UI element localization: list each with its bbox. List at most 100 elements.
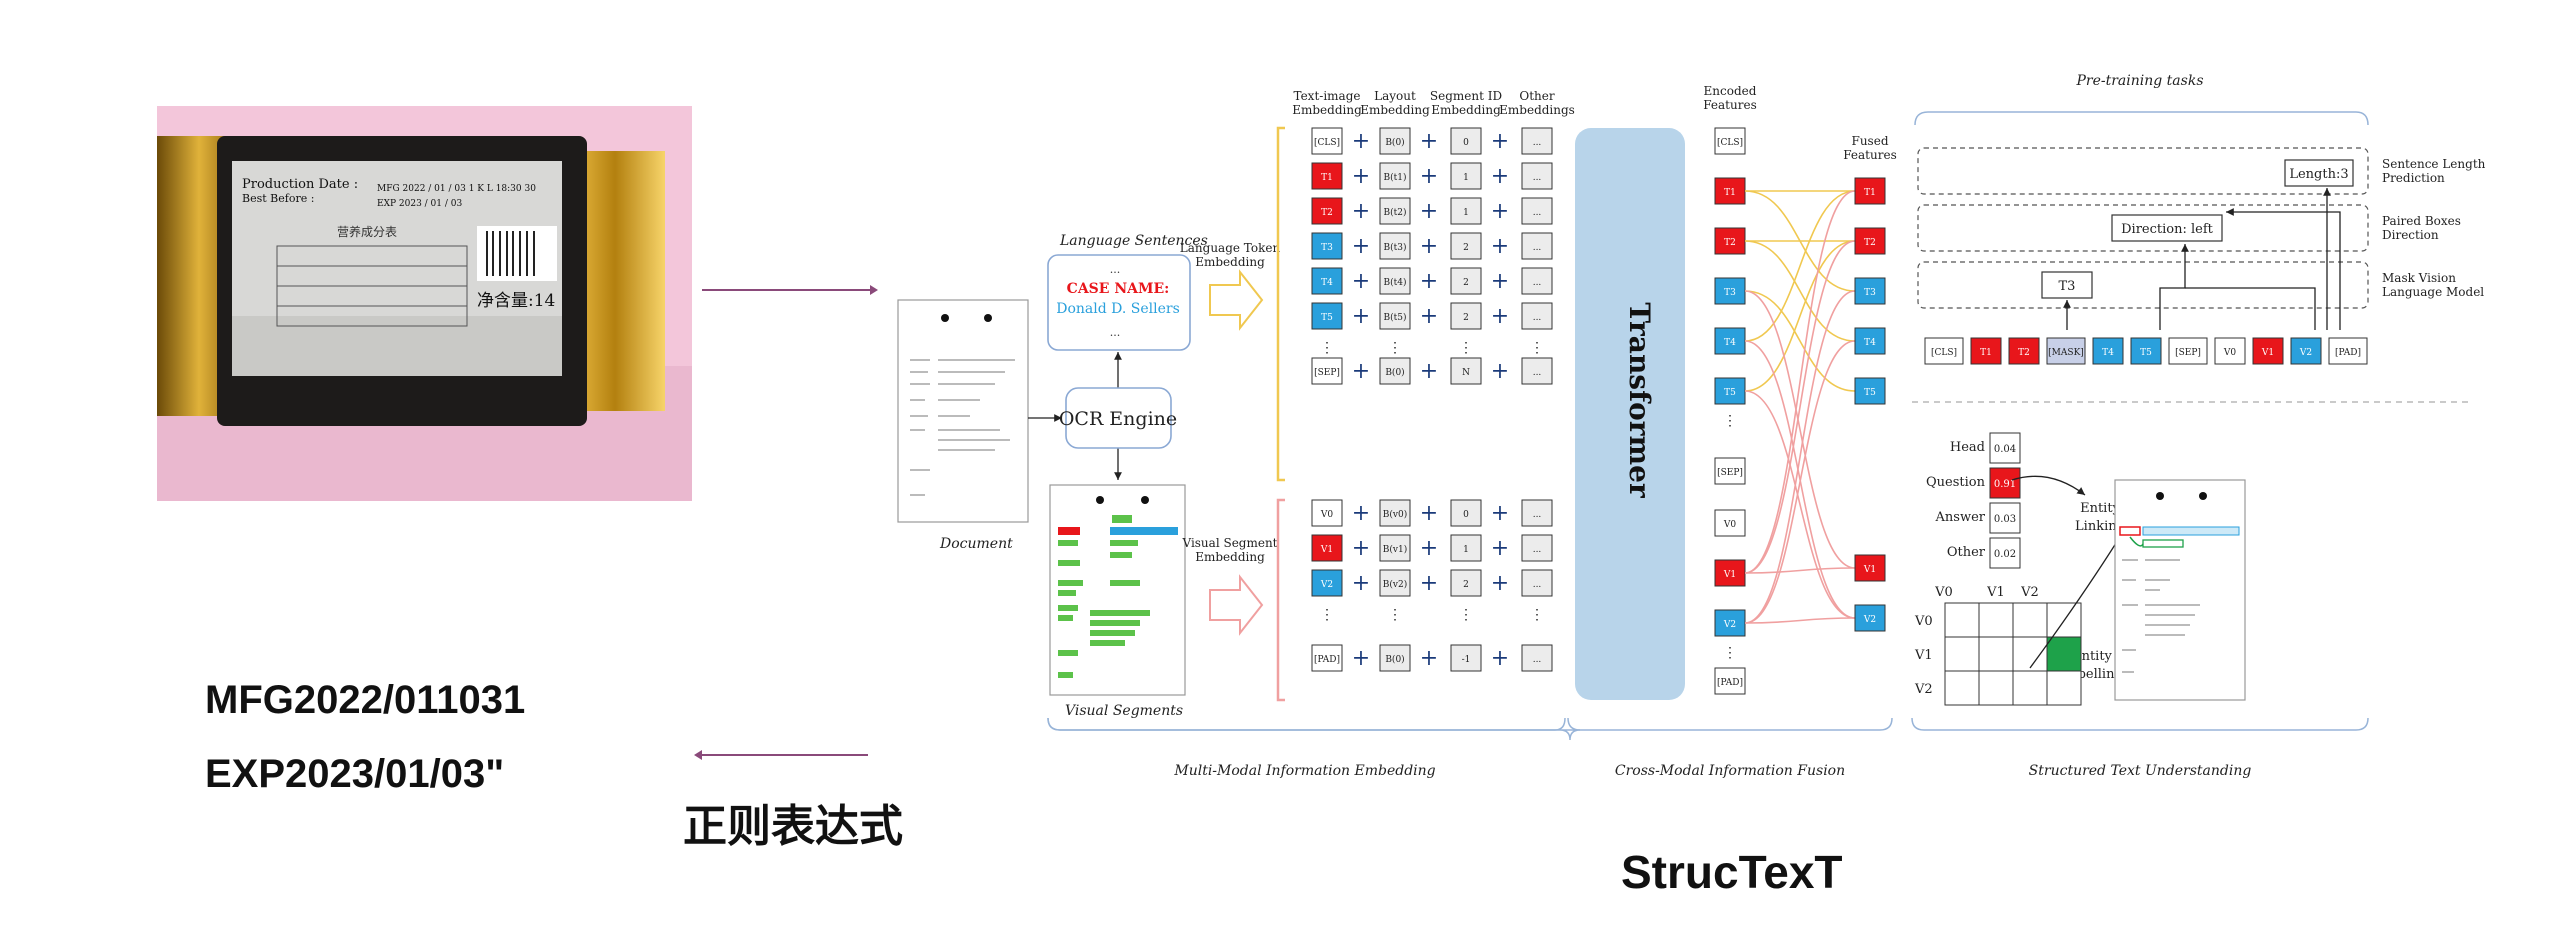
text-emb-r5-c2: 2 (1463, 313, 1469, 323)
text-emb-plus-5-2: + (1491, 304, 1509, 329)
vis-emb-plus-4-1: + (1420, 646, 1438, 671)
col-header-2-l1: Layout (1374, 89, 1416, 103)
fusion-curve-4 (1744, 290, 1856, 392)
seq-token-4-box (2092, 337, 2124, 365)
encoded-9: V1 (1723, 570, 1736, 580)
language-sentences-label: Language Sentences (1059, 233, 1208, 249)
vis-emb-r0-c3: ... (1533, 510, 1542, 520)
entity-label-1: Question (1926, 475, 1986, 490)
vis-emb-r0-c0-box (1311, 499, 1343, 527)
fusion-curve-11 (1744, 290, 1856, 569)
fused-4: T5 (1864, 388, 1876, 398)
encoded-3: T3 (1724, 288, 1736, 298)
fused-0: T1 (1864, 188, 1876, 198)
arrow-left-to-regex (694, 750, 868, 760)
vis-emb-plus-2-0: + (1352, 571, 1370, 596)
section-structured: Structured Text Understanding (2029, 763, 2252, 779)
vis-emb-r0-c0: V0 (1320, 510, 1333, 520)
text-emb-r4-c1: B(t4) (1384, 277, 1407, 288)
case-name-text: CASE NAME: (1067, 281, 1170, 297)
entity-score-box-0 (1989, 432, 2021, 464)
text-emb-r7-c3: ... (1533, 368, 1542, 378)
vis-emb-r0-c1: B(v0) (1383, 509, 1407, 520)
grid-cell-2-0 (1944, 670, 1980, 706)
text-emb-plus-2-2: + (1491, 199, 1509, 224)
seq-token-8: V1 (2261, 348, 2274, 358)
encoded-0-box (1714, 127, 1746, 155)
text-emb-r4-c3-box (1521, 267, 1553, 295)
fused-features-l2: Features (1843, 148, 1896, 162)
seq-token-6-box (2168, 337, 2208, 365)
visual-segments-page (1049, 484, 1186, 696)
text-emb-r1-c3-box (1521, 162, 1553, 190)
text-emb-r0-c3-box (1521, 127, 1553, 155)
ocr-engine-box (1065, 387, 1172, 449)
text-emb-plus-3-0: + (1352, 234, 1370, 259)
fusion-curves (1744, 190, 1856, 624)
fused-1: T2 (1864, 238, 1876, 248)
grid-cell-1-1 (1978, 636, 2014, 672)
fused-3-box (1854, 327, 1886, 355)
result-document (2114, 479, 2246, 701)
entity-score-2: 0.03 (1994, 514, 2016, 525)
fusion-curve-7 (1744, 190, 1856, 574)
entity-score-3: 0.02 (1994, 549, 2016, 560)
vis-emb-r4-c2-box (1450, 644, 1482, 672)
col-header-1-l1: Text-image (1294, 89, 1361, 103)
vis-emb-r1-c1-box (1379, 534, 1411, 562)
text-emb-plus-2-1: + (1420, 199, 1438, 224)
text-emb-r4-c2: 2 (1463, 278, 1469, 288)
entity-score-1: 0.91 (1994, 479, 2016, 490)
fusion-curve-5 (1744, 190, 1856, 342)
vis-emb-r2-c0: V2 (1320, 580, 1333, 590)
vis-emb-r2-c2-box (1450, 569, 1482, 597)
seq-token-3: [MASK] (2048, 348, 2084, 358)
mask-pred-value: T3 (2059, 279, 2076, 294)
text-emb-plus-0-2: + (1491, 129, 1509, 154)
text-emb-plus-1-0: + (1352, 164, 1370, 189)
text-emb-plus-1-1: + (1420, 164, 1438, 189)
visual-segments-label: Visual Segments (1065, 703, 1183, 719)
text-emb-r1-c0: T1 (1321, 173, 1333, 183)
lang-embed-arrow (1209, 269, 1264, 331)
text-emb-r3-c2-box (1450, 232, 1482, 260)
language-sentences-box (1047, 254, 1191, 351)
text-emb-r0-c1: B(0) (1385, 137, 1404, 148)
fused-5: V1 (1863, 565, 1876, 575)
fusion-curve-13 (1744, 390, 1856, 619)
grid-row-0: V0 (1914, 614, 1933, 629)
text-emb-r2-c0: T2 (1321, 208, 1333, 218)
vis-emb-r4-c0: [PAD] (1314, 655, 1340, 665)
text-emb-r2-c1-box (1379, 197, 1411, 225)
text-emb-r6-c1: ⋮ (1388, 340, 1402, 356)
text-emb-plus-4-0: + (1352, 269, 1370, 294)
section-multimodal: Multi-Modal Information Embedding (1173, 763, 1435, 779)
vis-emb-r2-c1-box (1379, 569, 1411, 597)
seq-token-9: V2 (2299, 348, 2312, 358)
fused-0-box (1854, 177, 1886, 205)
visual-segment-embedding-l1: Visual Segment (1181, 536, 1277, 550)
task-length-l2: Prediction (2382, 171, 2445, 185)
seq-token-5-box (2130, 337, 2162, 365)
encoded-7: [SEP] (1717, 468, 1743, 478)
vis-emb-r0-c3-box (1521, 499, 1553, 527)
seq-token-6: [SEP] (2175, 348, 2201, 358)
text-emb-r4-c0: T4 (1321, 278, 1333, 288)
vis-emb-r0-c1-box (1379, 499, 1411, 527)
col-header-2-l2: Embedding (1360, 103, 1430, 117)
regex-label: 正则表达式 (683, 801, 903, 852)
seq-token-10: [PAD] (2335, 348, 2361, 358)
fused-features-l1: Fused (1852, 134, 1889, 148)
transformer-block (1575, 128, 1685, 700)
encoded-3-box (1714, 277, 1746, 305)
embedding-grid: [CLS]+B(0)+0+...T1+B(t1)+1+...T2+B(t2)+1… (1311, 127, 1553, 672)
fusion-curve-15 (1744, 617, 1856, 624)
text-emb-plus-3-1: + (1420, 234, 1438, 259)
vis-emb-r4-c1: B(0) (1385, 654, 1404, 665)
text-emb-plus-4-1: + (1420, 269, 1438, 294)
encoded-1-box (1714, 177, 1746, 205)
encoded-8: V0 (1723, 520, 1736, 530)
